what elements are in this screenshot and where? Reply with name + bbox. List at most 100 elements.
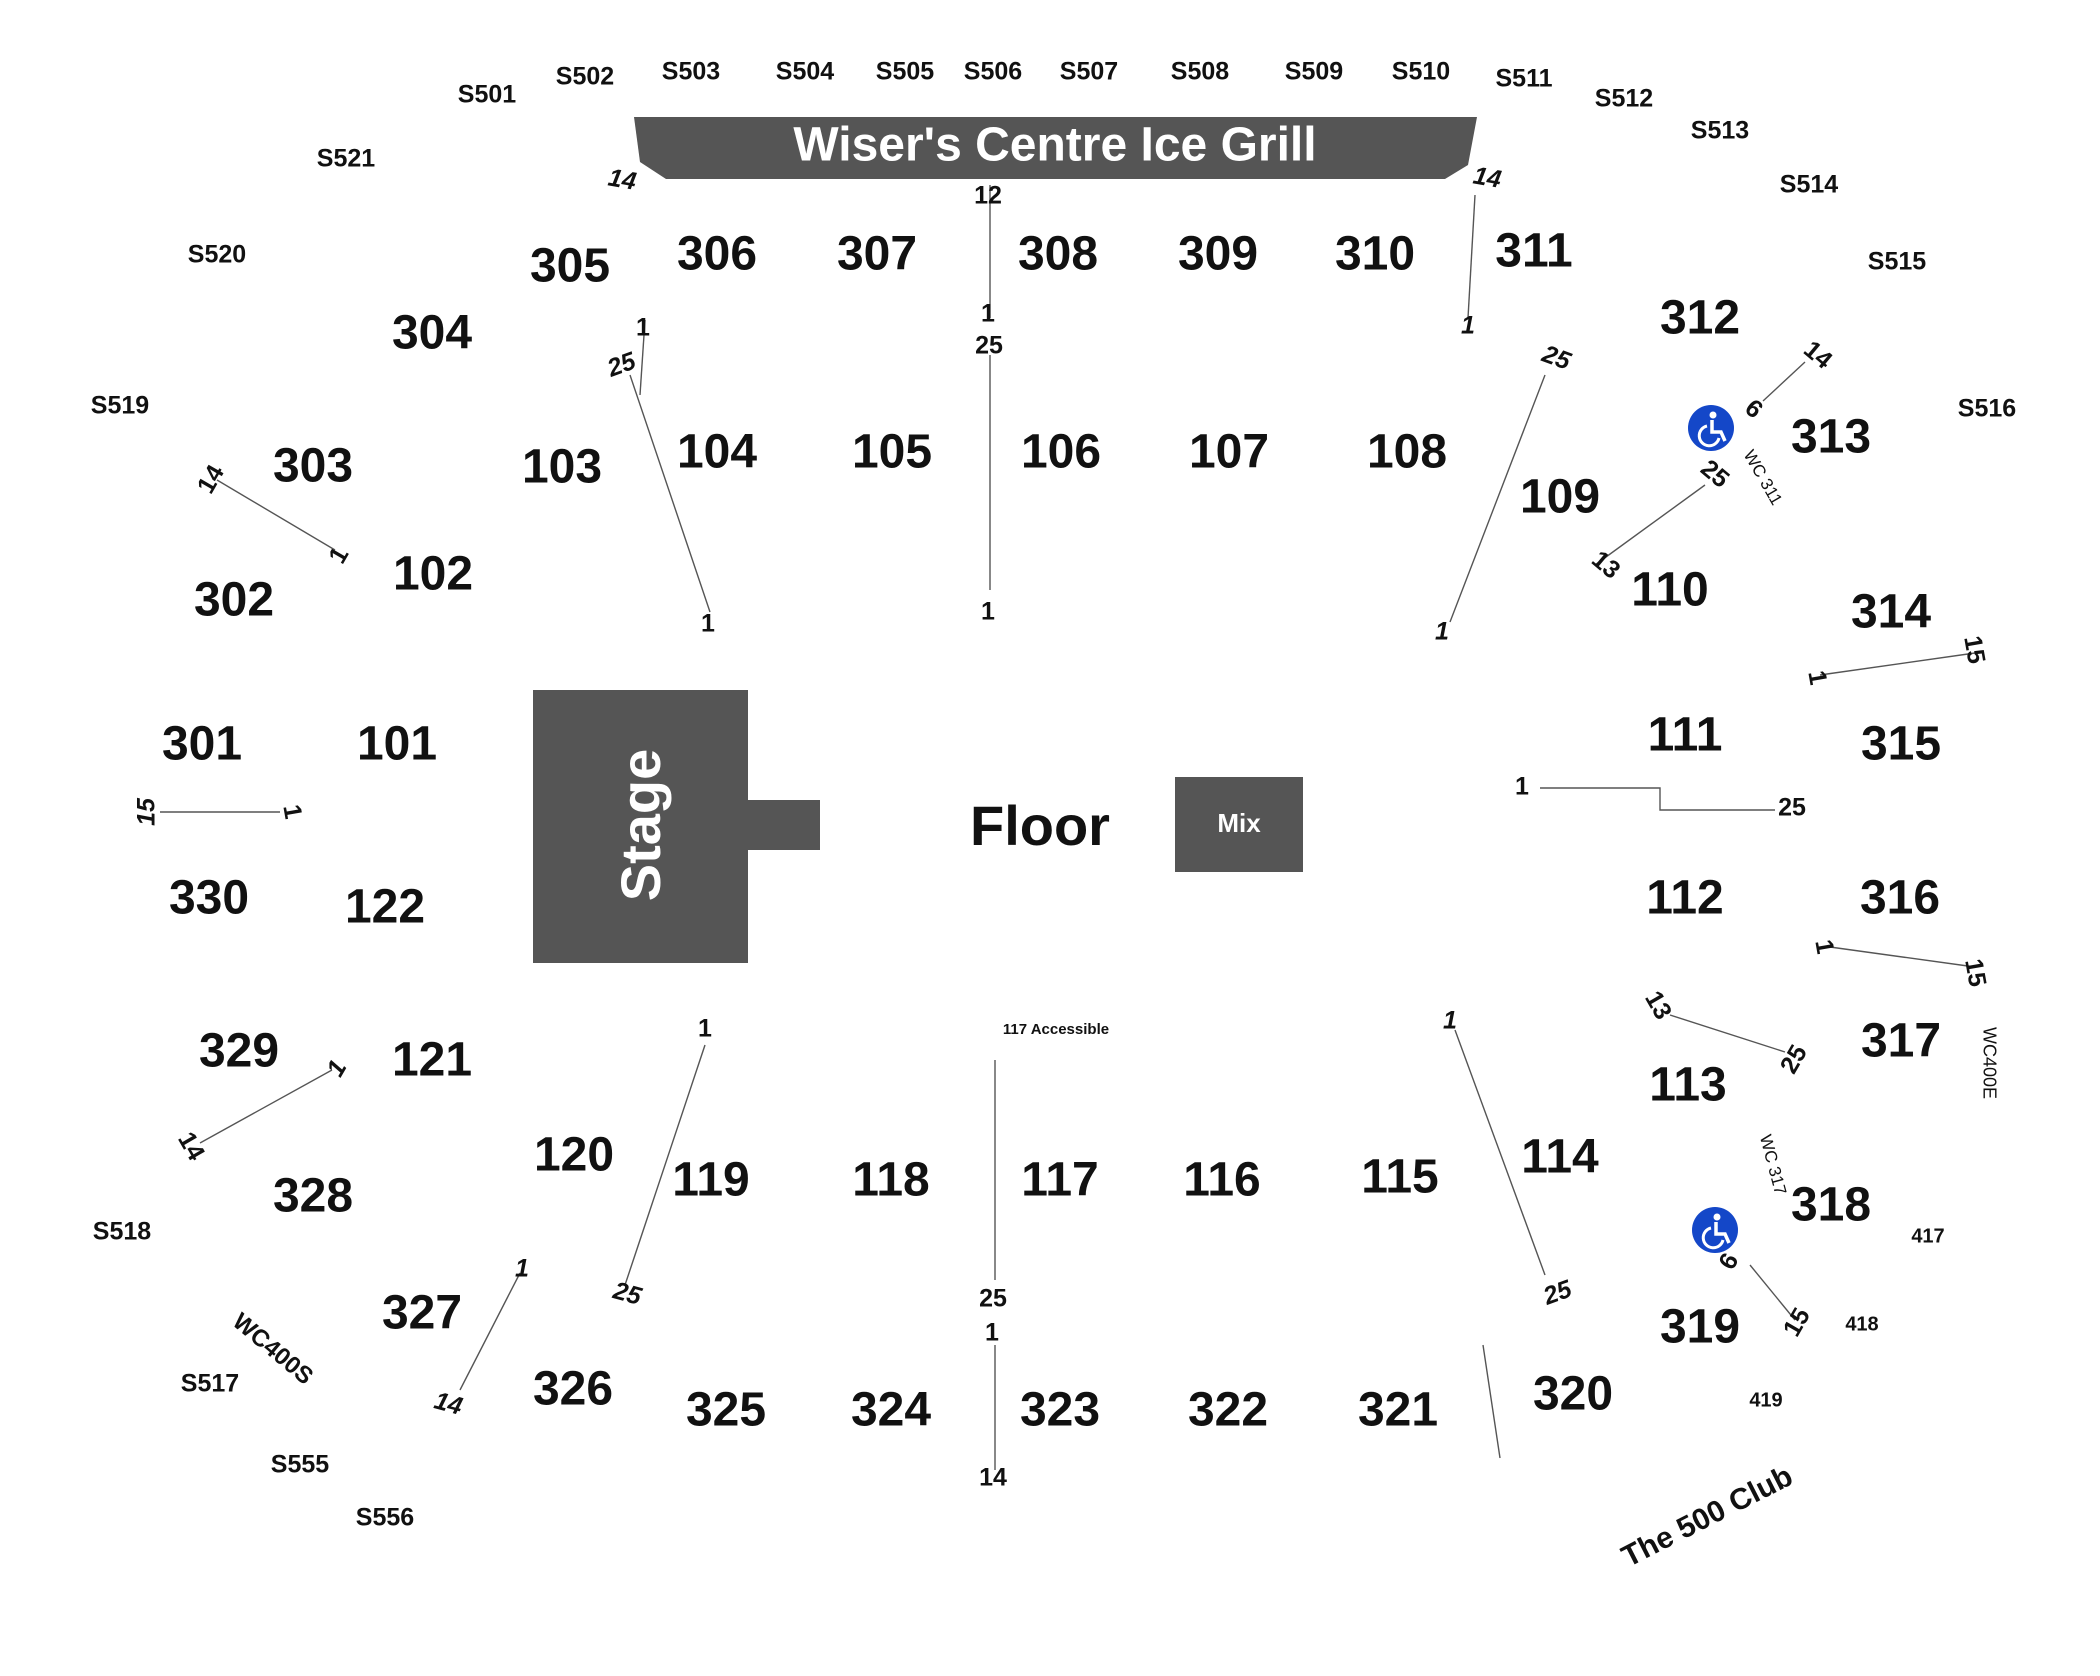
suite-s556[interactable]: S556: [356, 1504, 414, 1532]
section-118[interactable]: 118: [852, 1154, 929, 1207]
section-330[interactable]: 330: [169, 872, 249, 925]
suite-s514[interactable]: S514: [1780, 171, 1838, 199]
suite-s518[interactable]: S518: [93, 1218, 151, 1246]
section-417[interactable]: 417: [1911, 1225, 1944, 1247]
section-327[interactable]: 327: [382, 1287, 462, 1340]
suite-s508[interactable]: S508: [1171, 58, 1229, 86]
wc400s-label: WC400S: [227, 1308, 318, 1390]
section-115[interactable]: 115: [1361, 1151, 1438, 1204]
section-325[interactable]: 325: [686, 1384, 766, 1437]
section-119[interactable]: 119: [672, 1154, 749, 1207]
section-107[interactable]: 107: [1189, 426, 1269, 479]
accessible-117-label: 117 Accessible: [1003, 1021, 1109, 1038]
section-108[interactable]: 108: [1367, 426, 1447, 479]
suite-s509[interactable]: S509: [1285, 58, 1343, 86]
section-307[interactable]: 307: [837, 228, 917, 281]
section-303[interactable]: 303: [273, 440, 353, 493]
stage[interactable]: Stage: [533, 690, 820, 963]
section-104[interactable]: 104: [677, 426, 757, 479]
section-302[interactable]: 302: [194, 574, 274, 627]
suite-s504[interactable]: S504: [776, 58, 834, 86]
row-marker: 13: [1639, 986, 1677, 1024]
floor-label[interactable]: Floor: [970, 794, 1110, 857]
section-316[interactable]: 316: [1860, 872, 1940, 925]
suite-s520[interactable]: S520: [188, 241, 246, 269]
suite-s505[interactable]: S505: [876, 58, 934, 86]
suite-s502[interactable]: S502: [556, 63, 614, 91]
suite-s503[interactable]: S503: [662, 58, 720, 86]
section-329[interactable]: 329: [199, 1025, 279, 1078]
section-109[interactable]: 109: [1520, 471, 1600, 524]
section-120[interactable]: 120: [534, 1129, 614, 1182]
section-301[interactable]: 301: [162, 718, 242, 771]
section-418[interactable]: 418: [1845, 1313, 1878, 1335]
row-marker: 14: [192, 460, 230, 498]
suite-s511[interactable]: S511: [1495, 65, 1552, 93]
section-111[interactable]: 111: [1648, 709, 1723, 762]
section-326[interactable]: 326: [533, 1363, 613, 1416]
section-313[interactable]: 313: [1791, 411, 1871, 464]
grill-banner: [634, 117, 1477, 179]
section-101[interactable]: 101: [357, 718, 437, 771]
row-marker: 15: [1958, 634, 1990, 666]
section-105[interactable]: 105: [852, 426, 932, 479]
section-324[interactable]: 324: [851, 1384, 931, 1437]
section-112[interactable]: 112: [1646, 872, 1723, 925]
section-315[interactable]: 315: [1861, 718, 1941, 771]
section-314[interactable]: 314: [1851, 586, 1931, 639]
row-marker: 1: [323, 542, 354, 568]
section-319[interactable]: 319: [1660, 1301, 1740, 1354]
wheelchair-icon: [1688, 405, 1734, 451]
section-310[interactable]: 310: [1335, 228, 1415, 281]
row-marker: 1: [1435, 618, 1449, 646]
section-309[interactable]: 309: [1178, 228, 1258, 281]
section-304[interactable]: 304: [392, 307, 472, 360]
section-114[interactable]: 114: [1521, 1131, 1599, 1184]
row-marker: 1: [1809, 937, 1839, 956]
section-308[interactable]: 308: [1018, 228, 1098, 281]
section-312[interactable]: 312: [1660, 292, 1740, 345]
section-113[interactable]: 113: [1649, 1059, 1726, 1112]
suite-s512[interactable]: S512: [1595, 85, 1653, 113]
section-318[interactable]: 318: [1791, 1179, 1871, 1232]
section-116[interactable]: 116: [1183, 1154, 1260, 1207]
section-311[interactable]: 311: [1495, 225, 1572, 278]
500-club-label: The 500 Club: [1617, 1460, 1798, 1574]
sections-400-level: 417 418 419: [1749, 1225, 1944, 1411]
section-117[interactable]: 117: [1021, 1154, 1098, 1207]
section-306[interactable]: 306: [677, 228, 757, 281]
suite-s506[interactable]: S506: [964, 58, 1022, 86]
section-121[interactable]: 121: [392, 1034, 472, 1087]
suite-s510[interactable]: S510: [1392, 58, 1450, 86]
suite-s501[interactable]: S501: [458, 81, 516, 109]
suite-s507[interactable]: S507: [1060, 58, 1118, 86]
section-320[interactable]: 320: [1533, 1368, 1613, 1421]
wc-311-label: WC 311: [1740, 447, 1787, 509]
wc-317-label: WC 317: [1756, 1133, 1790, 1197]
row-marker: 1: [981, 598, 995, 626]
section-102[interactable]: 102: [393, 548, 473, 601]
suite-s515[interactable]: S515: [1868, 248, 1926, 276]
suite-s555[interactable]: S555: [271, 1451, 329, 1479]
section-328[interactable]: 328: [273, 1170, 353, 1223]
section-106[interactable]: 106: [1021, 426, 1101, 479]
suite-s519[interactable]: S519: [91, 392, 149, 420]
section-323[interactable]: 323: [1020, 1384, 1100, 1437]
section-122[interactable]: 122: [345, 881, 425, 934]
section-322[interactable]: 322: [1188, 1384, 1268, 1437]
section-419[interactable]: 419: [1749, 1389, 1782, 1411]
section-103[interactable]: 103: [522, 441, 602, 494]
suite-s513[interactable]: S513: [1691, 117, 1749, 145]
section-305[interactable]: 305: [530, 240, 610, 293]
section-110[interactable]: 110: [1631, 564, 1708, 617]
wheelchair-icon: [1692, 1207, 1738, 1253]
suite-s517[interactable]: S517: [181, 1370, 239, 1398]
row-marker: 6: [1740, 394, 1769, 424]
mix-booth[interactable]: Mix: [1175, 777, 1303, 872]
row-marker: 6: [1713, 1248, 1744, 1274]
section-317[interactable]: 317: [1861, 1015, 1941, 1068]
section-321[interactable]: 321: [1358, 1384, 1438, 1437]
suite-s516[interactable]: S516: [1958, 395, 2016, 423]
row-marker: 25: [979, 1285, 1007, 1313]
suite-s521[interactable]: S521: [317, 145, 375, 173]
